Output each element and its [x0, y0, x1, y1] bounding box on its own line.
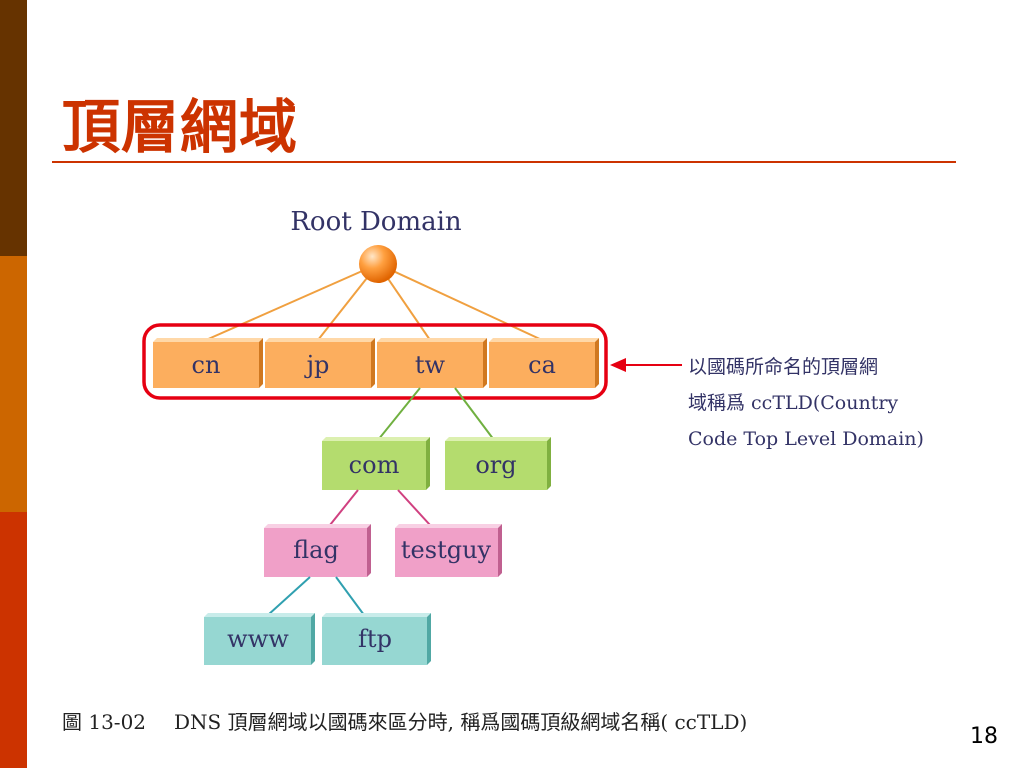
second-level-row: com org — [322, 437, 551, 490]
second-level-box-org: org — [445, 437, 551, 490]
fourth-level-label-www: www — [227, 625, 289, 653]
note-line-2: 域稱爲 ccTLD(Country — [688, 392, 898, 414]
fourth-level-label-ftp: ftp — [358, 625, 392, 653]
title-underline — [52, 161, 956, 163]
note-line-1: 以國碼所命名的頂層網 — [688, 356, 878, 378]
tld-box-cn: cn — [153, 338, 263, 388]
note-arrow-icon — [610, 358, 682, 372]
tld-label-ca: ca — [528, 351, 556, 379]
tld-row: cn jp tw ca — [153, 338, 599, 388]
note-line-3: Code Top Level Domain) — [688, 428, 924, 450]
tld-label-cn: cn — [192, 351, 221, 379]
page-number: 18 — [970, 724, 998, 749]
tld-box-tw: tw — [377, 338, 487, 388]
second-level-label-com: com — [349, 451, 400, 479]
third-level-row: flag testguy — [264, 524, 502, 577]
tld-label-tw: tw — [415, 351, 446, 379]
com-connectors — [329, 489, 431, 526]
fourth-level-row: www ftp — [204, 613, 431, 665]
page-title: 頂層網域 — [62, 93, 299, 161]
sidebar-stripe-top — [0, 0, 27, 256]
tld-box-jp: jp — [265, 338, 375, 388]
fourth-level-box-www: www — [204, 613, 315, 665]
sidebar-stripe-middle — [0, 256, 27, 512]
root-node-icon — [359, 245, 397, 283]
sidebar-stripe-bottom — [0, 512, 27, 768]
flag-connectors — [267, 576, 365, 616]
figure-caption-text: DNS 頂層網域以國碼來區分時, 稱爲國碼頂級網域名稱( ccTLD) — [174, 710, 748, 734]
second-level-label-org: org — [475, 451, 516, 479]
fourth-level-box-ftp: ftp — [322, 613, 431, 665]
tld-box-ca: ca — [489, 338, 599, 388]
tld-label-jp: jp — [304, 351, 330, 379]
third-level-label-flag: flag — [293, 536, 339, 564]
second-level-box-com: com — [322, 437, 430, 490]
figure-number: 圖 13-02 — [62, 710, 147, 734]
third-level-box-flag: flag — [264, 524, 371, 577]
figure-caption: 圖 13-02 DNS 頂層網域以國碼來區分時, 稱爲國碼頂級網域名稱( ccTL… — [62, 706, 747, 735]
root-domain-label: Root Domain — [290, 207, 462, 237]
tw-connectors — [377, 387, 495, 441]
cctld-highlight-frame — [142, 323, 608, 400]
third-level-label-testguy: testguy — [401, 536, 492, 564]
third-level-box-testguy: testguy — [395, 524, 502, 577]
